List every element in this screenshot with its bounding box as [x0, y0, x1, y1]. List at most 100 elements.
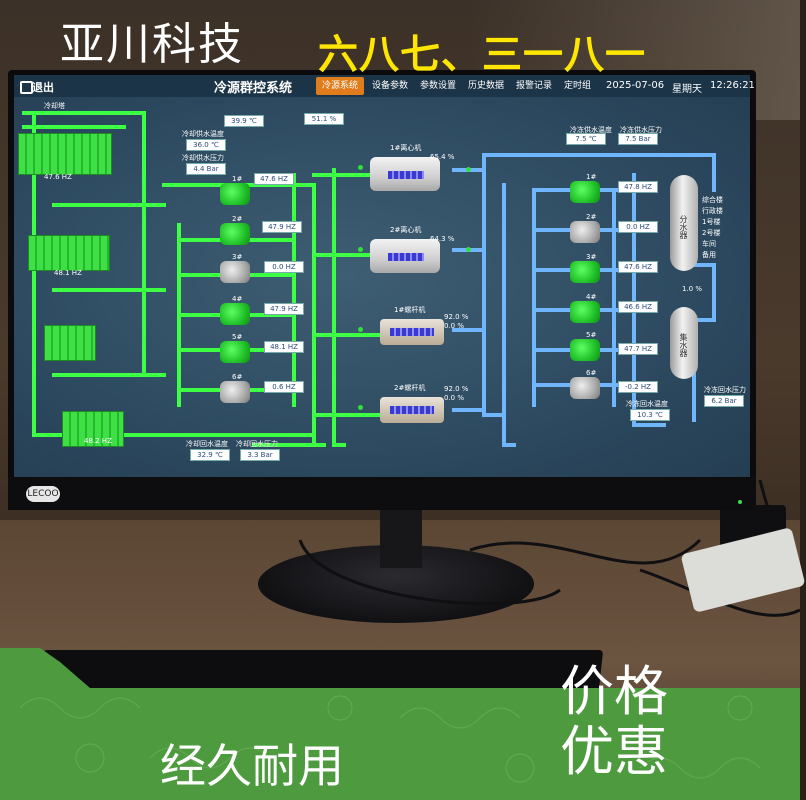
- cw-supply-temp: 36.0 ℃: [186, 139, 226, 151]
- cooling-tower-1[interactable]: [18, 133, 112, 175]
- chilled-pump-6-freq: -0.2 HZ: [618, 381, 658, 393]
- cooling-pump-4[interactable]: [220, 303, 250, 325]
- chilled-pump-2-freq: 0.0 HZ: [618, 221, 658, 233]
- chilled-pump-2[interactable]: [570, 221, 600, 243]
- slogan-text: 六八七、三一八一: [318, 32, 646, 78]
- chw-supply-temp-label: 冷冻供水温度: [570, 126, 612, 134]
- cooling-pump-3-freq: 0.0 HZ: [264, 261, 304, 273]
- cooling-pump-5-name: 5#: [232, 333, 243, 341]
- centrifugal-chiller-2[interactable]: [370, 239, 440, 273]
- price-text: 价格 优惠: [560, 662, 668, 782]
- status-dot: [358, 247, 363, 252]
- chilled-pump-3-name: 3#: [586, 253, 597, 261]
- cw-supply-press-label: 冷却供水压力: [182, 154, 224, 162]
- chilled-pump-6[interactable]: [570, 377, 600, 399]
- chilled-pump-5[interactable]: [570, 339, 600, 361]
- chw-return-temp-label: 冷冻回水温度: [626, 400, 668, 408]
- scada-screen: 退出 冷源群控系统 冷源系统 设备参数 参数设置 历史数据 报警记录 定时组 2…: [14, 75, 755, 477]
- cooling-tower-3[interactable]: [44, 325, 96, 361]
- chiller-4-name: 2#螺杆机: [394, 384, 426, 392]
- tower-1-freq: 47.6 HZ: [44, 173, 72, 181]
- chiller-2-name: 2#离心机: [390, 226, 422, 234]
- cooling-tower-label: 冷却塔: [44, 102, 65, 110]
- feature-text: 经久耐用: [160, 739, 344, 793]
- centrifugal-chiller-1[interactable]: [370, 157, 440, 191]
- chilled-pump-6-name: 6#: [586, 369, 597, 377]
- tab-param-settings[interactable]: 参数设置: [420, 81, 457, 91]
- system-title: 冷源群控系统: [214, 81, 293, 96]
- cw-return-temp: 32.9 ℃: [190, 449, 230, 461]
- status-dot: [358, 327, 363, 332]
- exit-icon[interactable]: [20, 81, 33, 94]
- collector-label: 集水器: [679, 333, 688, 357]
- chiller-1-load: 65.4 %: [430, 153, 455, 161]
- brand-text: 亚川科技: [60, 19, 244, 70]
- water-collector[interactable]: 集水器: [670, 307, 698, 379]
- chilled-pump-4-freq: 46.6 HZ: [618, 301, 658, 313]
- tower-2-freq: 48.1 HZ: [54, 269, 82, 277]
- status-dot: [358, 165, 363, 170]
- cooling-pump-6-name: 6#: [232, 373, 243, 381]
- cooling-pump-2-freq: 47.9 HZ: [262, 221, 302, 233]
- cw-supply-temp-label: 冷却供水温度: [182, 130, 224, 138]
- distributor-branch-2: 行政楼: [702, 207, 723, 215]
- chilled-pump-3[interactable]: [570, 261, 600, 283]
- chilled-pump-2-name: 2#: [586, 213, 597, 221]
- chw-supply-temp: 7.5 ℃: [566, 133, 606, 145]
- clock-readout: 12:26:21: [710, 80, 755, 91]
- chilled-pump-1[interactable]: [570, 181, 600, 203]
- chiller-4-load: 92.0 %: [444, 385, 469, 393]
- tab-chiller-system[interactable]: 冷源系统: [316, 77, 365, 95]
- promo-green-panel: [0, 648, 800, 800]
- cooling-pump-3[interactable]: [220, 261, 250, 283]
- screw-chiller-1[interactable]: [380, 319, 444, 345]
- cooling-pump-6[interactable]: [220, 381, 250, 403]
- chiller-3-name: 1#螺杆机: [394, 306, 426, 314]
- chilled-pump-1-freq: 47.8 HZ: [618, 181, 658, 193]
- exit-button[interactable]: 退出: [32, 81, 54, 94]
- distributor-branch-1: 综合楼: [702, 196, 723, 204]
- cooling-pump-1[interactable]: [220, 183, 250, 205]
- tab-timers[interactable]: 定时组: [564, 81, 592, 91]
- monitor-chin: [8, 477, 756, 510]
- chiller-4-load2: 0.0 %: [444, 394, 465, 402]
- tab-history[interactable]: 历史数据: [468, 81, 505, 91]
- status-dot: [358, 405, 363, 410]
- chilled-pump-4-name: 4#: [586, 293, 597, 301]
- chiller-2-load: 64.3 %: [430, 235, 455, 243]
- chw-return-press-label: 冷冻回水压力: [704, 386, 746, 394]
- monitor-logo: LECOO: [26, 486, 60, 502]
- cooling-pump-4-freq: 47.9 HZ: [264, 303, 304, 315]
- cooling-pump-5[interactable]: [220, 341, 250, 363]
- status-dot: [466, 167, 471, 172]
- cooling-pump-1-name: 1#: [232, 175, 243, 183]
- cooling-pump-4-name: 4#: [232, 295, 243, 303]
- distributor-branch-3: 1号楼: [702, 218, 721, 226]
- cooling-tower-4[interactable]: [62, 411, 124, 447]
- price-line-1: 价格: [560, 660, 668, 723]
- chilled-pump-5-name: 5#: [586, 331, 597, 339]
- power-led-icon: [738, 500, 742, 504]
- cooling-pump-1-freq: 47.6 HZ: [254, 173, 294, 185]
- status-dot: [466, 247, 471, 252]
- chilled-pump-4[interactable]: [570, 301, 600, 323]
- cw-supply-press: 4.4 Bar: [186, 163, 226, 175]
- cooling-pump-3-name: 3#: [232, 253, 243, 261]
- distributor-branch-5: 车间: [702, 240, 716, 248]
- screw-chiller-2[interactable]: [380, 397, 444, 423]
- cw-return-temp-label: 冷却回水温度: [186, 440, 228, 448]
- chilled-pump-1-name: 1#: [586, 173, 597, 181]
- water-distributor[interactable]: 分水器: [670, 175, 698, 271]
- chiller-3-load2: 0.0 %: [444, 322, 465, 330]
- chw-return-temp: 10.3 ℃: [630, 409, 670, 421]
- chilled-pump-5-freq: 47.7 HZ: [618, 343, 658, 355]
- tab-device-params[interactable]: 设备参数: [372, 81, 409, 91]
- cooling-tower-2[interactable]: [28, 235, 110, 271]
- distributor-branch-4: 2号楼: [702, 229, 721, 237]
- distributor-label: 分水器: [679, 215, 688, 239]
- tab-alarms[interactable]: 报警记录: [516, 81, 553, 91]
- chiller-3-load: 92.0 %: [444, 313, 469, 321]
- chw-supply-press: 7.5 Bar: [618, 133, 658, 145]
- cooling-pump-2[interactable]: [220, 223, 250, 245]
- weekday-readout: 星期天: [672, 84, 702, 95]
